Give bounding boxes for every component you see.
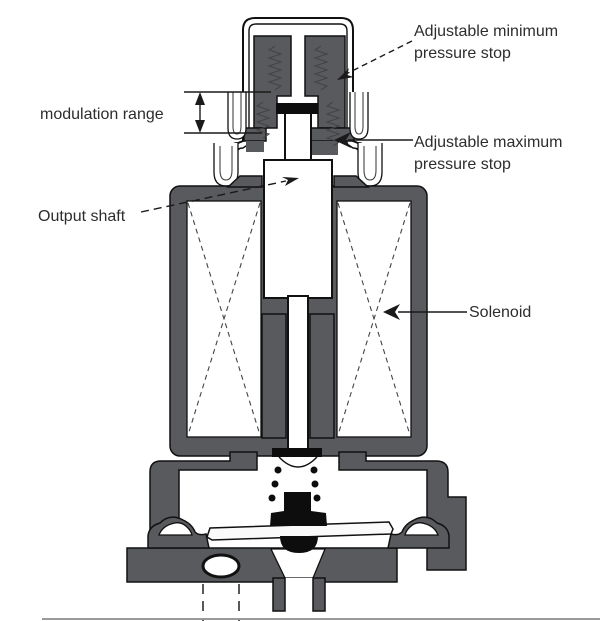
- spring-upper-left: [267, 45, 283, 91]
- spring-dot: [313, 494, 321, 502]
- output-shaft-label: Output shaft: [38, 208, 126, 225]
- stem-foot: [272, 448, 322, 457]
- coil-cross-right-2: [337, 202, 411, 436]
- stop-flange-left: [243, 127, 267, 142]
- stop-step-right: [308, 141, 338, 155]
- diaphragm-bump-left-inner: [158, 522, 193, 536]
- core-bar-left: [261, 313, 287, 439]
- ear-channel-upper-right-inner: [354, 92, 364, 135]
- coil-cross-left-2: [187, 202, 261, 436]
- min-stop-leader: [345, 40, 413, 75]
- max-stop-arrow-icon: [334, 132, 351, 148]
- diaphragm: [206, 521, 394, 541]
- ear-channel-lower-right-inner: [363, 146, 377, 181]
- spring-dot: [268, 494, 276, 502]
- port-channel: [285, 578, 313, 611]
- output-shaft-leader: [140, 180, 287, 213]
- pilot-housing-inner: [236, 23, 360, 188]
- frame-shoulder-right: [333, 175, 370, 188]
- shaft-cap: [276, 103, 318, 114]
- spring-upper-right: [313, 45, 329, 91]
- passage-hole: [201, 553, 241, 579]
- shaft-stem: [287, 295, 309, 451]
- max-stop-label-line1: Adjustable maximum: [414, 134, 563, 151]
- spring-seat-arc: [278, 456, 318, 468]
- arrow-down-icon: [195, 120, 205, 133]
- port-wall-right: [312, 577, 326, 612]
- min-stop-arrow-icon: [337, 68, 354, 80]
- arrow-up-icon: [195, 92, 205, 105]
- spring-dot: [311, 480, 319, 488]
- spring-dot: [310, 466, 318, 474]
- shaft-neck: [284, 111, 312, 163]
- min-stop-label-line1: Adjustable minimum: [414, 23, 558, 40]
- port-wall-left: [272, 577, 286, 612]
- stop-step-left: [246, 141, 264, 152]
- ear-channel-upper-right: [349, 92, 369, 140]
- solenoid-label: Solenoid: [469, 304, 531, 321]
- ear-channel-upper-left: [227, 92, 247, 140]
- min-stop-label-line2: pressure stop: [414, 45, 511, 62]
- max-stop-label-line2: pressure stop: [414, 156, 511, 173]
- ear-channel-lower-left-inner: [219, 146, 233, 181]
- plunger: [270, 492, 327, 526]
- spring-dot: [274, 466, 282, 474]
- spring-lower-left: [255, 101, 271, 139]
- spring-dot: [271, 480, 279, 488]
- frame-shoulder-left: [226, 175, 263, 188]
- solenoid-arrow-icon: [383, 304, 400, 320]
- output-shaft-arrow-icon: [282, 177, 299, 186]
- valve-seal: [280, 536, 318, 553]
- ear-channel-upper-left-inner: [232, 92, 242, 135]
- output-shaft-body: [263, 159, 333, 299]
- diaphragm-bump-right-inner: [404, 522, 439, 536]
- core-bar-right: [309, 313, 335, 439]
- modulation-range-label: modulation range: [40, 106, 164, 123]
- spring-lower-right: [325, 101, 341, 147]
- valve-body-base: [126, 547, 398, 583]
